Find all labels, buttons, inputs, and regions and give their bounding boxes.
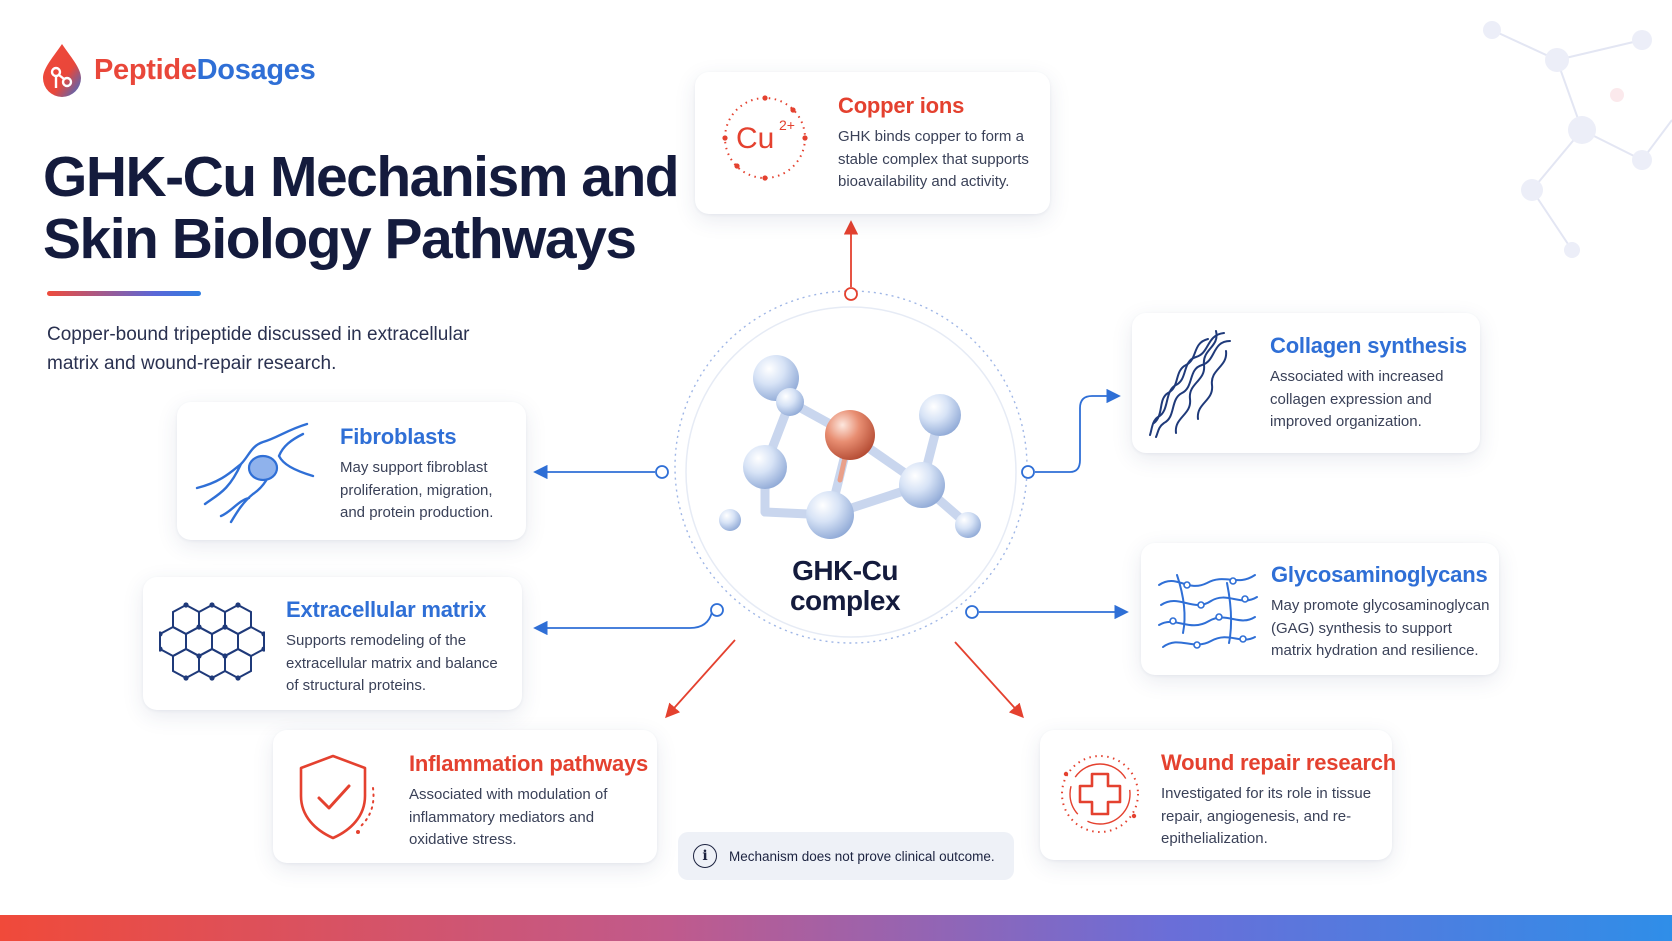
svg-text:2+: 2+	[779, 117, 795, 133]
card-copper-ions: Cu 2+ Copper ions GHK binds copper to fo…	[695, 72, 1050, 214]
card-glycosaminoglycans: Glycosaminoglycans May promote glycosami…	[1141, 543, 1499, 675]
wound-repair-title: Wound repair research	[1161, 750, 1397, 775]
fibroblast-cell-icon	[195, 422, 315, 524]
info-icon: i	[693, 844, 717, 868]
glycosaminoglycans-title: Glycosaminoglycans	[1271, 562, 1488, 587]
card-collagen-synthesis: Collagen synthesis Associated with incre…	[1132, 313, 1480, 453]
inflammation-pathways-title: Inflammation pathways	[409, 751, 649, 776]
medical-cross-icon	[1061, 755, 1139, 833]
fibroblasts-text: May support fibroblast proliferation, mi…	[340, 459, 494, 521]
brand-name-part2: Dosages	[196, 53, 316, 86]
inflammation-pathways-text: Associated with modulation of inflammato…	[409, 786, 608, 848]
collagen-synthesis-text: Associated with increased collagen expre…	[1270, 368, 1444, 430]
center-complex-label: GHK-Cu complex	[740, 556, 950, 616]
connector-collagen	[1021, 388, 1121, 479]
card-extracellular-matrix: Extracellular matrix Supports remodeling…	[143, 577, 522, 710]
ghk-cu-molecule	[719, 355, 981, 539]
connector-copper	[843, 220, 859, 301]
disclaimer-note: i Mechanism does not prove clinical outc…	[678, 832, 1014, 880]
peptide-drop-logo-icon	[43, 44, 81, 97]
connector-fibroblasts	[533, 464, 669, 480]
brand-logo[interactable]: PeptideDosages	[40, 42, 316, 98]
connector-wound	[954, 641, 1024, 719]
gag-strands-icon	[1158, 574, 1258, 649]
center-label-line2: complex	[789, 585, 901, 616]
page-title-line1: GHK-Cu Mechanism and	[43, 145, 680, 209]
hexagon-lattice-icon	[159, 602, 265, 681]
connector-gag	[965, 604, 1129, 620]
title-underline	[47, 291, 201, 296]
glycosaminoglycans-text: May promote glycosaminoglycan (GAG) synt…	[1271, 597, 1490, 659]
connector-inflammation	[665, 639, 736, 719]
bottom-gradient-bar	[0, 915, 1672, 941]
fibroblasts-title: Fibroblasts	[340, 424, 457, 449]
brand-wordmark: PeptideDosages	[94, 53, 316, 87]
page-title: GHK-Cu Mechanism and Skin Biology Pathwa…	[43, 145, 680, 271]
card-fibroblasts: Fibroblasts May support fibroblast proli…	[177, 402, 526, 540]
wound-repair-text: Investigated for its role in tissue repa…	[1161, 785, 1372, 847]
disclaimer-text: Mechanism does not prove clinical outcom…	[729, 848, 995, 864]
shield-check-icon	[299, 754, 375, 840]
brand-name-part1: Peptide	[94, 53, 197, 86]
svg-text:Cu: Cu	[736, 122, 774, 155]
collagen-synthesis-title: Collagen synthesis	[1270, 333, 1467, 358]
page-title-line2: Skin Biology Pathways	[43, 207, 637, 271]
page-subtitle: Copper-bound tripeptide discussed in ext…	[47, 324, 470, 374]
connector-ecm	[533, 603, 724, 636]
background-molecule-pattern	[1483, 21, 1672, 258]
inner-ring	[685, 306, 1017, 638]
extracellular-matrix-text: Supports remodeling of the extracellular…	[286, 632, 498, 694]
card-inflammation-pathways: Inflammation pathways Associated with mo…	[273, 730, 657, 863]
collagen-helix-icon	[1149, 330, 1231, 438]
center-label-line1: GHK-Cu	[792, 555, 898, 586]
card-wound-repair-research: Wound repair research Investigated for i…	[1040, 730, 1396, 860]
copper-ions-text: GHK binds copper to form a stable comple…	[838, 128, 1029, 190]
copper-ion-icon: Cu 2+	[722, 95, 808, 181]
extracellular-matrix-title: Extracellular matrix	[286, 597, 487, 622]
copper-ions-title: Copper ions	[838, 93, 965, 118]
